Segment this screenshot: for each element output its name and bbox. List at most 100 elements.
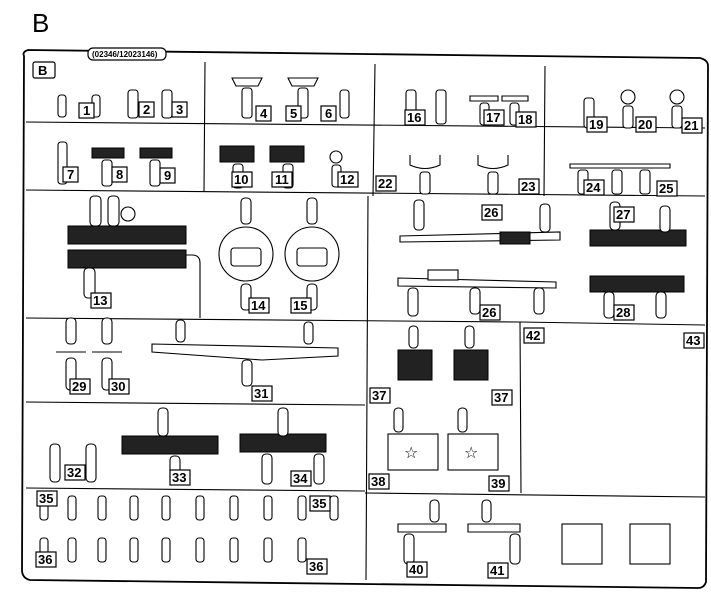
part-label: 31 <box>251 385 273 402</box>
part-label: 18 <box>515 111 537 128</box>
svg-text:☆: ☆ <box>464 443 478 462</box>
svg-text:36: 36 <box>38 552 52 567</box>
frame-letter: B <box>38 63 47 78</box>
part-label: 2 <box>138 101 155 118</box>
svg-text:13: 13 <box>93 293 107 308</box>
part-label: 10 <box>231 171 253 188</box>
part-label: 36 <box>306 558 328 575</box>
svg-text:26: 26 <box>484 205 498 220</box>
svg-text:1: 1 <box>83 103 90 118</box>
part-labels: 1 2 3 4 5 6 7 8 9 10 11 12 16 17 18 19 2… <box>35 101 705 579</box>
svg-text:31: 31 <box>254 386 268 401</box>
svg-text:14: 14 <box>251 298 266 313</box>
svg-text:43: 43 <box>686 333 700 348</box>
part-label: 37 <box>369 387 391 404</box>
svg-text:36: 36 <box>309 559 323 574</box>
svg-text:34: 34 <box>293 471 308 486</box>
svg-text:18: 18 <box>518 112 532 127</box>
part-code: (02346/12023146) <box>92 50 158 59</box>
part-label: 23 <box>518 178 540 195</box>
part-label: 17 <box>483 109 505 126</box>
svg-text:39: 39 <box>491 476 505 491</box>
svg-text:12: 12 <box>340 172 354 187</box>
part-label: 24 <box>583 179 605 196</box>
svg-text:41: 41 <box>490 563 504 578</box>
svg-text:30: 30 <box>111 379 125 394</box>
part-label: 43 <box>683 332 705 349</box>
svg-text:11: 11 <box>275 172 289 187</box>
part-label: 34 <box>290 470 312 487</box>
svg-text:9: 9 <box>164 168 171 183</box>
svg-text:16: 16 <box>407 110 421 125</box>
svg-text:23: 23 <box>521 179 535 194</box>
part-label: 3 <box>171 101 188 118</box>
part-label: 20 <box>635 116 657 133</box>
part-label: 26 <box>479 304 501 321</box>
part-label: 37 <box>491 389 513 406</box>
svg-text:42: 42 <box>526 328 540 343</box>
svg-text:32: 32 <box>67 465 81 480</box>
svg-text:35: 35 <box>312 496 326 511</box>
part-label: 1 <box>78 102 95 119</box>
svg-text:28: 28 <box>616 305 630 320</box>
part-label: 19 <box>586 116 608 133</box>
svg-text:10: 10 <box>234 172 248 187</box>
part-label: 35 <box>309 495 331 512</box>
svg-text:5: 5 <box>290 106 297 121</box>
part-label: 25 <box>656 180 678 197</box>
svg-text:19: 19 <box>589 117 603 132</box>
part-label: 35 <box>36 490 58 507</box>
svg-text:7: 7 <box>67 167 74 182</box>
part-label: 22 <box>375 175 397 192</box>
sprue-title-letter: B <box>32 8 49 38</box>
part-label: 26 <box>481 204 503 221</box>
part-label: 14 <box>248 297 270 314</box>
part-label: 13 <box>90 292 112 309</box>
svg-text:4: 4 <box>260 106 268 121</box>
part-label: 5 <box>285 105 302 122</box>
svg-text:27: 27 <box>616 207 630 222</box>
svg-text:35: 35 <box>39 491 53 506</box>
svg-text:20: 20 <box>638 117 652 132</box>
part-drawings: ☆ ☆ <box>39 77 687 565</box>
part-label: 11 <box>271 171 293 188</box>
part-label: 36 <box>35 551 57 568</box>
part-label: 39 <box>488 475 510 492</box>
part-label: 38 <box>368 473 390 490</box>
sprue-frame <box>21 49 709 589</box>
part-label: 30 <box>108 378 130 395</box>
svg-text:40: 40 <box>409 562 423 577</box>
part-label: 33 <box>169 469 191 486</box>
svg-text:24: 24 <box>586 180 601 195</box>
part-label: 16 <box>404 109 426 126</box>
svg-text:25: 25 <box>659 181 673 196</box>
part-label: 4 <box>255 105 272 122</box>
part-label: 8 <box>111 166 128 183</box>
part-label: 41 <box>487 562 509 579</box>
part-label: 6 <box>320 105 337 122</box>
svg-text:21: 21 <box>684 118 698 133</box>
svg-text:29: 29 <box>72 379 86 394</box>
part-label: 40 <box>406 561 428 578</box>
part-code-tag: (02346/12023146) <box>87 47 167 61</box>
part-label: 28 <box>613 304 635 321</box>
svg-text:26: 26 <box>482 305 496 320</box>
svg-text:6: 6 <box>325 106 332 121</box>
part-label: 29 <box>69 378 91 395</box>
svg-text:☆: ☆ <box>404 443 418 462</box>
part-label: 7 <box>62 166 79 183</box>
svg-text:3: 3 <box>176 102 183 117</box>
svg-text:33: 33 <box>172 470 186 485</box>
svg-text:15: 15 <box>293 298 307 313</box>
small-parts-rows <box>39 495 339 563</box>
svg-text:38: 38 <box>371 474 385 489</box>
part-label: 15 <box>290 297 312 314</box>
svg-text:17: 17 <box>486 110 500 125</box>
part-label: 21 <box>681 117 703 134</box>
svg-text:22: 22 <box>378 176 392 191</box>
part-label: 42 <box>523 327 545 344</box>
svg-text:37: 37 <box>372 388 386 403</box>
part-label: 12 <box>337 171 359 188</box>
svg-text:2: 2 <box>143 102 150 117</box>
